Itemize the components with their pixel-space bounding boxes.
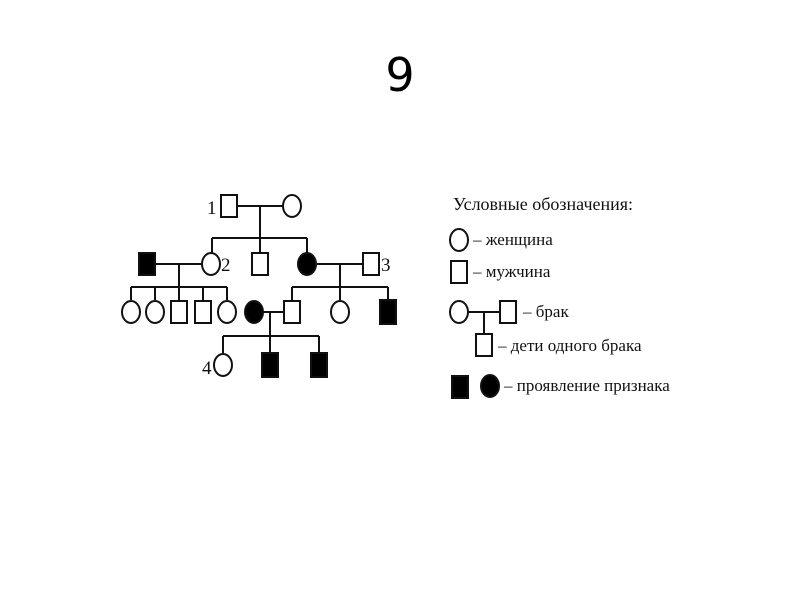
female-symbol [282, 194, 302, 218]
female-symbol [201, 252, 221, 276]
legend-male: – мужчина [473, 262, 551, 281]
legend-marriage: – брак [523, 302, 569, 321]
female-symbol [217, 300, 237, 324]
legend-symbols [449, 228, 517, 399]
person-label-3: 3 [381, 255, 391, 276]
female-symbol [213, 353, 233, 377]
person-label-2: 2 [221, 255, 231, 276]
legend-title: Условные обозначения: [453, 194, 634, 214]
legend-trait: – проявление признака [504, 376, 670, 395]
legend-children: – дети одного брака [498, 336, 642, 355]
male-icon [499, 300, 517, 324]
female-icon [449, 300, 469, 324]
female-symbol [330, 300, 350, 324]
affected-male-symbol [310, 352, 328, 378]
affected-male-symbol [379, 299, 397, 325]
male-symbol [362, 252, 380, 276]
affected-female-icon [480, 374, 500, 398]
person-label-1: 1 [207, 198, 217, 219]
affected-male-symbol [138, 252, 156, 276]
male-symbol [283, 300, 301, 324]
slide-number: 9 [385, 48, 415, 102]
male-symbol [170, 300, 188, 324]
male-symbol [194, 300, 212, 324]
female-symbol [121, 300, 141, 324]
affected-female-symbol [244, 300, 264, 324]
legend-female: – женщина [473, 230, 553, 249]
person-label-4: 4 [202, 358, 212, 379]
affected-male-symbol [261, 352, 279, 378]
affected-female-symbol [297, 252, 317, 276]
male-icon [475, 333, 493, 357]
female-icon [449, 228, 469, 252]
legend: Условные обозначения: – женщина – мужчин… [443, 188, 783, 418]
male-symbol [251, 252, 269, 276]
affected-male-icon [451, 375, 469, 399]
female-symbol [145, 300, 165, 324]
male-icon [450, 260, 468, 284]
male-symbol [220, 194, 238, 218]
